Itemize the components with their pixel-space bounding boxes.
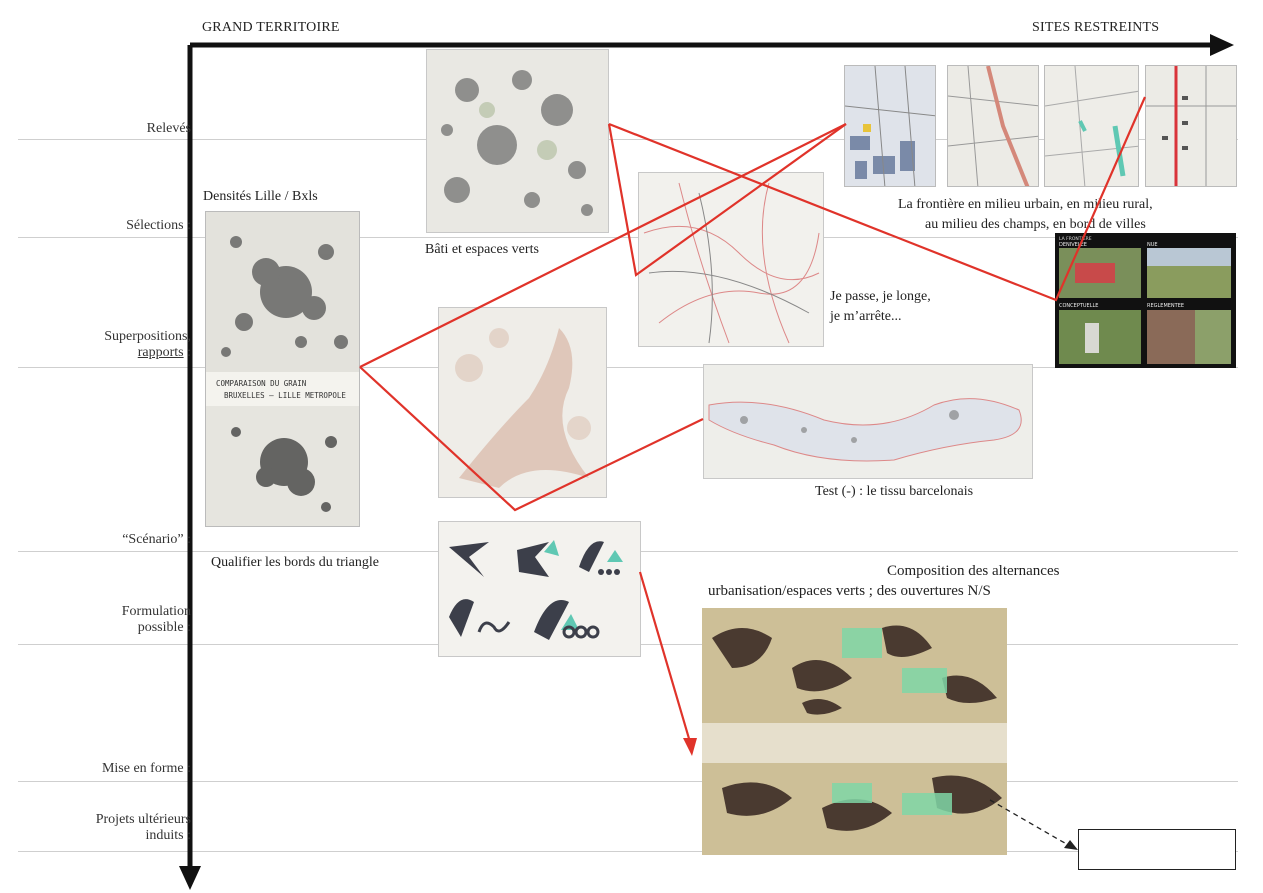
dashed-line-to-box [989,799,1071,847]
frontier-photo-panel-graphic: LA FRONTIERE DENIVELEE NUE CONCEPTUELLE … [1059,236,1231,364]
composition-image [702,608,1007,855]
triangle-shapes-graphic [449,540,623,640]
row-label-releves: Relevés [146,121,191,136]
row-line-mise-en-forme [18,781,1238,782]
superposition-graphic [455,328,591,488]
row-line-projets [18,851,1238,852]
bati-map-graphic [441,70,593,216]
density-comparison-image: COMPARAISON DU GRAIN BRUXELLES – LILLE M… [205,211,360,527]
row-label-formulation: Formulation possible : [122,604,191,636]
caption-composition-line2: urbanisation/espaces verts ; des ouvertu… [708,583,991,599]
row-line-releves [18,139,1238,140]
panel-label-conceptuelle: CONCEPTUELLE [1059,303,1098,309]
frontier-map-fields-graphic [1045,66,1138,186]
route-map-graphic [643,182,820,344]
caption-je-passe-line2: je m’arrête... [830,309,902,324]
row-label-mise-en-forme: Mise en forme : [101,761,191,776]
frontier-map-urban [844,65,936,187]
row-label-rapports-suffix: : [183,345,191,360]
row-line-superpositions [18,367,1238,368]
axis-label-sites-restreints: SITES RESTREINTS [1032,20,1160,35]
caption-je-passe-line1: Je passe, je longe, [830,289,931,304]
red-arrowhead [683,738,697,756]
frontier-map-city-edge [1145,65,1237,187]
row-label-superpositions: Superpositions, rapports : [104,329,191,361]
frontier-map-rural [947,65,1039,187]
caption-bati: Bâti et espaces verts [425,242,539,257]
row-label-superpositions-line1: Superpositions, [104,329,191,344]
barcelona-test-image [703,364,1033,479]
bati-map-image [426,49,609,233]
caption-frontiere-line1: La frontière en milieu urbain, en milieu… [898,197,1153,212]
row-label-projets: Projets ultérieurs induits : [96,812,191,844]
barcelona-test-graphic [708,398,1022,462]
row-label-rapports: rapports [137,345,184,360]
panel-label-denivelee: DENIVELEE [1059,242,1087,248]
red-line-triangle-to-composition [638,571,692,743]
triangle-shapes-image [438,521,641,657]
red-line-densites-to-test [359,366,704,512]
row-line-selections [18,237,1238,238]
route-map-image [638,172,824,347]
frontier-map-city-edge-graphic [1146,66,1236,186]
frontier-map-fields [1044,65,1139,187]
frontier-map-rural-graphic [948,66,1038,186]
dashed-arrowhead [1064,840,1078,850]
comparaison-label-line1: COMPARAISON DU GRAIN [216,379,306,388]
caption-qualifier: Qualifier les bords du triangle [211,555,379,570]
row-label-projets-line2: induits : [145,828,191,843]
frontier-map-urban-graphic [845,66,935,186]
panel-title: LA FRONTIERE [1059,236,1092,242]
density-map-graphic: COMPARAISON DU GRAIN BRUXELLES – LILLE M… [206,212,359,526]
row-label-formulation-line1: Formulation [121,604,191,619]
composition-graphic [702,608,1007,855]
caption-densites: Densités Lille / Bxls [203,189,318,204]
comparaison-label-line2: BRUXELLES – LILLE METROPOLE [224,391,346,400]
panel-label-nue: NUE [1147,242,1158,248]
superposition-image [438,307,607,498]
row-label-superpositions-line2: rapports : [104,345,191,361]
caption-composition-line1: Composition des alternances [887,563,1060,579]
panel-label-reglementee: REGLEMENTEE [1147,303,1184,309]
caption-test: Test (-) : le tissu barcelonais [815,484,974,499]
frontier-photo-panel: LA FRONTIERE DENIVELEE NUE CONCEPTUELLE … [1055,233,1236,368]
axis-label-grand-territoire: GRAND TERRITOIRE [202,20,340,35]
red-line-densites-to-releves [359,123,847,368]
row-label-projets-line1: Projets ultérieurs [95,812,191,827]
red-line-bati-triangle [607,123,847,277]
row-label-formulation-line2: possible : [137,620,191,635]
empty-future-project-box [1078,829,1236,870]
row-label-selections: Sélections : [126,218,191,233]
row-label-scenario: “Scénario” : [122,532,191,547]
red-line-bati-to-panel [608,96,1147,302]
